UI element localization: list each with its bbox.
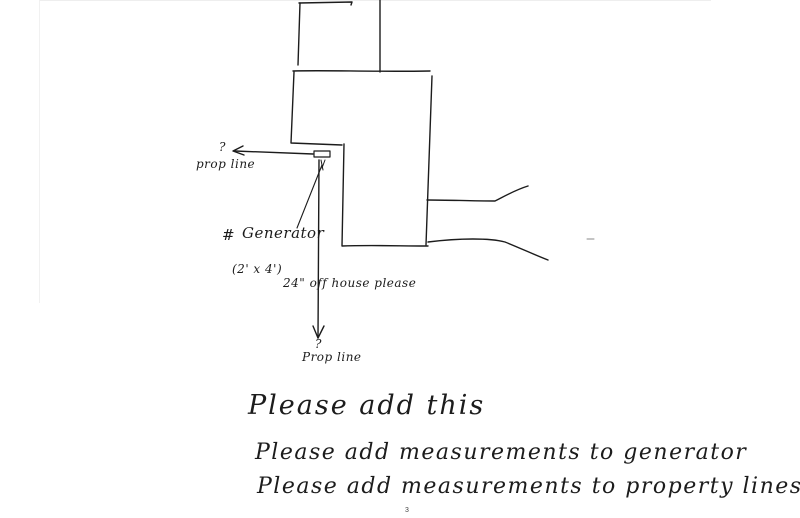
offset-note: 24" off house please (283, 276, 417, 290)
generator-leader-line (296, 164, 323, 229)
house-upper-section (297, 0, 381, 73)
generator-label: Generator (242, 224, 325, 242)
west-prop-line-question: ? (219, 140, 226, 154)
south-property-line-arrow (312, 159, 325, 339)
note-line-property: Please add measurements to property line… (257, 474, 800, 499)
note-line-generator: Please add measurements to generator (255, 440, 748, 465)
generator-size-label: (2' x 4') (232, 262, 283, 276)
west-prop-line-label: prop line (196, 157, 256, 171)
driveway-lines (426, 185, 595, 261)
page-number: 3 (405, 507, 409, 514)
west-property-line-arrow (232, 145, 314, 156)
south-prop-line-question: ? (315, 337, 322, 351)
south-prop-line-label: Prop line (302, 350, 362, 364)
notes-title: Please add this (248, 390, 486, 421)
house-main-outline (290, 70, 433, 247)
generator-marker: # (222, 226, 236, 244)
generator-symbol (313, 150, 331, 171)
scanned-page-frame (39, 0, 711, 303)
